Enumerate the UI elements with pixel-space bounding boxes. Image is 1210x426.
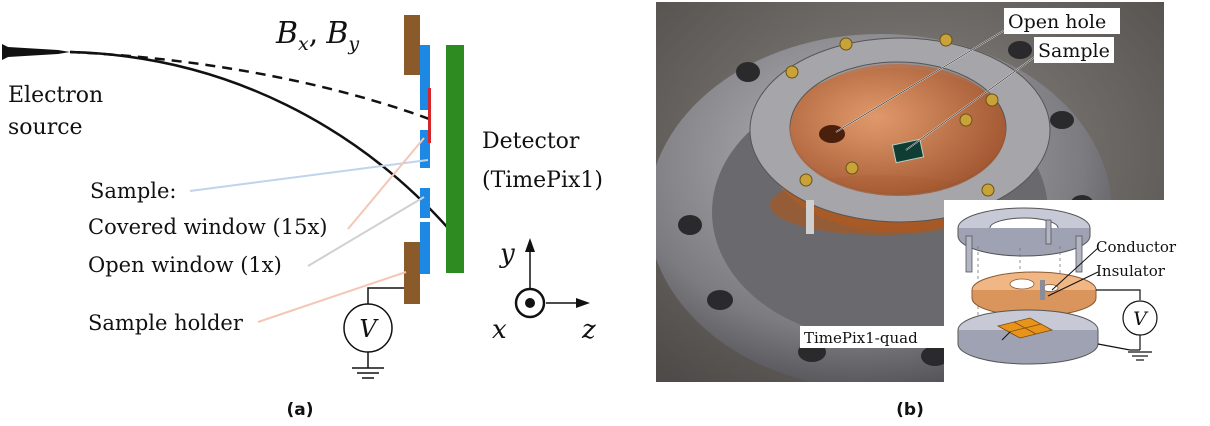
undeflected-trajectory xyxy=(69,50,433,122)
voltmeter-wire xyxy=(367,287,404,304)
sample-holder-bottom xyxy=(404,242,420,304)
sample-mark xyxy=(428,88,431,143)
sample-label-bg xyxy=(1034,37,1114,63)
detector-label-line2: (TimePix1) xyxy=(482,168,603,193)
sample-photo-label: Sample xyxy=(1038,40,1110,62)
leader-insulator xyxy=(1047,271,1099,297)
axis-z-label: z xyxy=(581,315,596,345)
leader-sample-dark xyxy=(905,55,1037,151)
sample-label: Sample: xyxy=(90,179,176,203)
window-segment xyxy=(420,188,430,218)
open-hole-label: Open hole xyxy=(1008,11,1106,33)
leader-conductor xyxy=(1051,247,1099,291)
inset-ground-wire xyxy=(1097,335,1141,351)
source-label-line2: source xyxy=(8,115,83,140)
ring-screws xyxy=(785,33,999,197)
detector-label-line1: Detector xyxy=(482,129,580,154)
timepix-quad-label: TimePix1-quad xyxy=(804,329,918,347)
inset-timepix-quad xyxy=(996,317,1054,339)
z-arrowhead-icon xyxy=(576,298,590,308)
panel-b: Open hole Sample xyxy=(656,2,1177,420)
window-segment xyxy=(420,130,430,168)
voltmeter-label: V xyxy=(359,315,379,343)
axis-y-label: y xyxy=(499,239,515,269)
leader-line-sample xyxy=(189,159,429,192)
window-segment xyxy=(420,222,430,274)
inset-voltmeter-label: V xyxy=(1133,308,1149,330)
ground-icon xyxy=(352,367,384,379)
inset-ground-icon xyxy=(1128,351,1152,361)
detector xyxy=(446,45,464,273)
leader-timepix xyxy=(1001,331,1011,341)
field-label: Bx,By xyxy=(275,16,359,55)
covered-window-label: Covered window (15x) xyxy=(88,215,328,239)
axis-x-label: x xyxy=(492,315,507,345)
sample-holder-label: Sample holder xyxy=(88,311,244,335)
open-hole-label-bg xyxy=(1004,8,1120,34)
x-axis-dot-icon xyxy=(525,298,535,308)
caption-a: (a) xyxy=(286,400,313,420)
sample-chip xyxy=(891,138,925,164)
leader-line-open xyxy=(307,196,425,267)
panel-a: Bx,By Electron source Detector (TimePix1… xyxy=(2,15,603,420)
open-hole xyxy=(819,125,845,143)
source-label-line1: Electron xyxy=(8,83,103,108)
inset-schematic: Conductor Insulator TimePix1-quad V xyxy=(800,200,1177,382)
caption-b: (b) xyxy=(896,400,924,420)
sample-holder-top xyxy=(404,15,420,75)
electron-source-icon xyxy=(2,44,70,60)
open-window-label: Open window (1x) xyxy=(88,253,282,277)
window-segment xyxy=(420,45,430,110)
leader-line-holder xyxy=(257,271,407,323)
y-arrowhead-icon xyxy=(525,238,535,252)
inset-voltmeter-wire xyxy=(1096,289,1141,300)
timepix-label-bg xyxy=(800,326,950,348)
conductor-label: Conductor xyxy=(1096,238,1177,256)
leader-open-hole-dark xyxy=(835,29,1006,133)
electron-trajectory xyxy=(69,50,449,229)
leader-line-covered xyxy=(347,137,425,230)
insulator-label: Insulator xyxy=(1096,262,1166,280)
